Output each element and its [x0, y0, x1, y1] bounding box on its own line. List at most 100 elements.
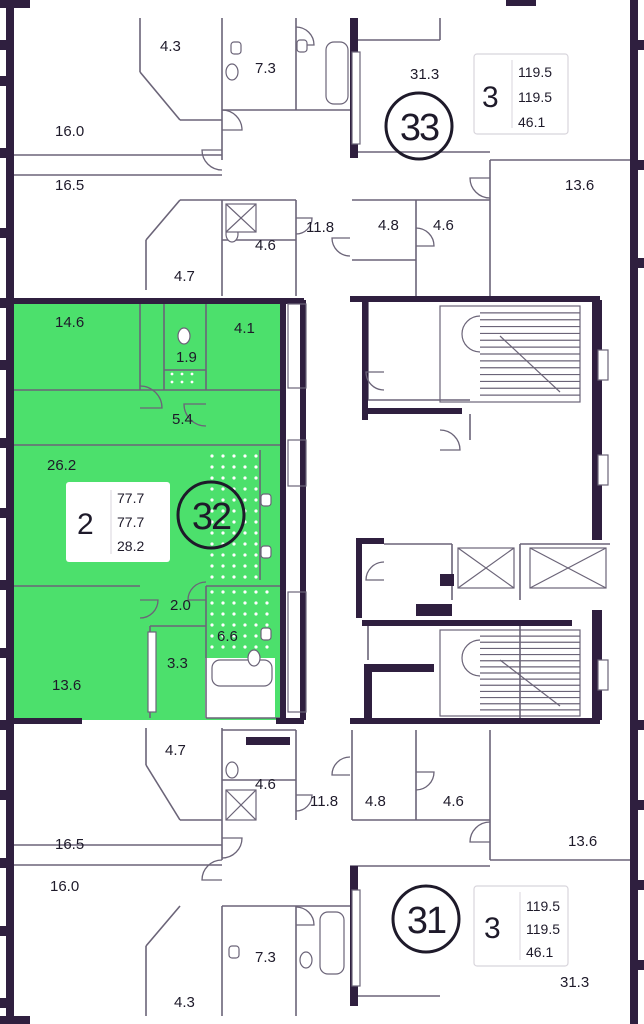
- floor-tile-dot: [265, 634, 269, 638]
- apartment-33-badge[interactable]: 33: [384, 91, 454, 161]
- floor-tile-dot: [243, 476, 247, 480]
- wall: [300, 300, 306, 720]
- room-area-label: 4.6: [255, 237, 276, 254]
- door-swing-icon: [295, 906, 315, 926]
- apartment-31-badge[interactable]: 31: [391, 884, 461, 954]
- wall: [356, 538, 384, 544]
- door-swing-icon: [295, 26, 315, 46]
- floor-tile-dot: [265, 601, 269, 605]
- floor-tile-dot: [243, 623, 247, 627]
- floor-tile-dot: [221, 564, 225, 568]
- floor-tile-dot: [210, 553, 214, 557]
- floor-tile-dot: [210, 520, 214, 524]
- door-swing-icon: [139, 385, 163, 409]
- floor-tile-dot: [221, 553, 225, 557]
- sanitary-fixtures: [147, 39, 609, 987]
- elevator-icon: [457, 547, 515, 589]
- sink-icon: [260, 493, 272, 507]
- floor-tile-dot: [243, 601, 247, 605]
- apartment-31-total-area: 119.5: [526, 898, 560, 914]
- wall: [630, 720, 644, 730]
- apartment-31-number: 31: [407, 900, 446, 942]
- staircase-icon: [499, 335, 561, 393]
- door-swing-icon: [331, 237, 351, 257]
- room-area-label: 4.3: [160, 38, 181, 55]
- wall: [0, 0, 30, 8]
- floor-tile-dot: [265, 645, 269, 649]
- apartment-33-total-area: 119.5: [518, 64, 552, 80]
- floor-tile-dot: [232, 553, 236, 557]
- door-swing-icon: [331, 756, 351, 776]
- floor-tile-dot: [180, 380, 184, 384]
- floor-tile-dot: [265, 590, 269, 594]
- wall: [0, 438, 14, 448]
- apartment-32-badge[interactable]: 32: [176, 480, 246, 550]
- floor-tile-dot: [221, 465, 225, 469]
- room-area-label: 11.8: [310, 793, 338, 810]
- wall: [0, 926, 14, 936]
- staircase-icon: [499, 659, 561, 707]
- room-area-label: 31.3: [410, 66, 439, 83]
- floor-tile-dot: [221, 575, 225, 579]
- wall: [630, 0, 638, 1024]
- toilet-icon: [299, 951, 313, 969]
- room-area-label: 13.6: [52, 677, 81, 694]
- room-area-label: 13.6: [568, 833, 597, 850]
- floor-tile-dot: [221, 509, 225, 513]
- floor-tile-dot: [210, 454, 214, 458]
- door-swing-icon: [221, 109, 243, 131]
- room-area-label: 31.3: [560, 974, 589, 991]
- floor-tile-dot: [243, 575, 247, 579]
- wall: [364, 664, 434, 672]
- floor-tile-dot: [210, 465, 214, 469]
- partition-line: [139, 71, 181, 121]
- door-swings: [139, 26, 491, 926]
- bathtub-icon: [211, 659, 273, 687]
- room-labels-apartment-32: 14.6 1.9 4.1 5.4 26.2 2.0 6.6 13.6 3.3: [47, 314, 255, 694]
- floor-tile-dot: [221, 498, 225, 502]
- floor-tile-dot: [221, 590, 225, 594]
- apartment-31-area-balcony: 119.5: [526, 921, 560, 937]
- bathtub-icon: [325, 41, 349, 105]
- floor-tile-dot: [232, 634, 236, 638]
- apartment-32-rooms: 2: [77, 508, 94, 541]
- floor-tile-dot: [243, 498, 247, 502]
- floor-tile-dot: [221, 520, 225, 524]
- floor-tile-dot: [221, 601, 225, 605]
- apartment-31-card[interactable]: 3 119.5 119.5 46.1: [473, 885, 569, 967]
- floor-tile-dot: [170, 372, 174, 376]
- wall: [0, 580, 14, 590]
- floor-tile-dot: [232, 645, 236, 649]
- floor-tile-dot: [254, 454, 258, 458]
- floor-tile-dot: [254, 531, 258, 535]
- door-swing-icon: [415, 227, 435, 247]
- wall: [0, 40, 14, 50]
- floor-tile-dot: [210, 645, 214, 649]
- door-swing-icon: [295, 217, 313, 235]
- door-swing-icon: [469, 177, 491, 199]
- wall: [630, 40, 644, 50]
- floor-tile-dot: [232, 465, 236, 469]
- apartment-32-total-area: 77.7: [117, 490, 144, 506]
- wall: [350, 296, 600, 302]
- floor-tile-dot: [254, 612, 258, 616]
- apartment-32-number: 32: [192, 496, 231, 538]
- room-labels-apartment-31: 4.7 4.6 11.8 4.8 4.6 13.6 16.5 16.0 4.3 …: [50, 742, 597, 1011]
- floor-tile-dot: [221, 487, 225, 491]
- toilet-icon: [177, 327, 191, 345]
- floor-tile-dot: [232, 454, 236, 458]
- apartment-32-card[interactable]: 2 77.7 77.7 28.2: [66, 482, 170, 562]
- apartment-33-area-balcony: 119.5: [518, 89, 552, 105]
- door-swing-icon: [139, 599, 159, 619]
- apartment-33-card[interactable]: 3 119.5 119.5 46.1: [473, 53, 569, 135]
- floor-tile-dot: [254, 575, 258, 579]
- room-area-label: 4.7: [165, 742, 186, 759]
- wall: [280, 300, 286, 720]
- wall: [0, 790, 14, 800]
- apartment-31-living-area: 46.1: [526, 944, 553, 960]
- staircase-icon: [461, 639, 481, 677]
- floor-tile-dot: [243, 634, 247, 638]
- floor-tile-dot: [254, 476, 258, 480]
- floor-tile-dot: [210, 612, 214, 616]
- elevator-icon: [529, 547, 607, 589]
